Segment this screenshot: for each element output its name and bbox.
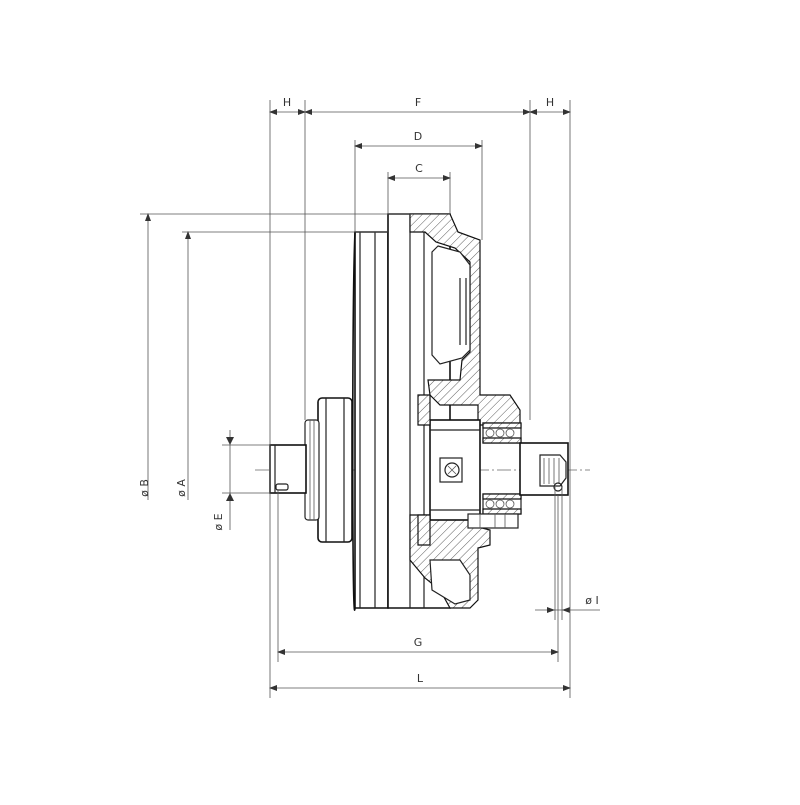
dim-c-label: C — [415, 162, 423, 175]
dim-l-label: L — [417, 672, 424, 685]
dim-a-label: ø A — [175, 479, 188, 497]
output-shaft — [519, 442, 569, 496]
upper-hatched-section — [409, 213, 521, 426]
dim-h-left-label: H — [283, 96, 291, 109]
lower-bolt — [467, 513, 519, 529]
dim-f-label: F — [415, 96, 421, 109]
input-pulley — [304, 397, 353, 543]
set-screw — [439, 457, 463, 483]
dim-d-label: D — [414, 130, 422, 143]
dim-b-label: ø B — [138, 479, 151, 497]
input-shaft — [269, 444, 307, 494]
dim-i-label: ø I — [585, 594, 598, 607]
upper-cavity — [431, 245, 471, 365]
lower-cavity — [429, 559, 471, 605]
housing-ring — [351, 231, 389, 611]
lower-bearing — [482, 493, 522, 515]
upper-bearing — [482, 422, 522, 444]
dim-h-right-label: H — [546, 96, 554, 109]
dim-e-label: ø E — [212, 513, 225, 530]
dim-g-label: G — [414, 636, 423, 649]
